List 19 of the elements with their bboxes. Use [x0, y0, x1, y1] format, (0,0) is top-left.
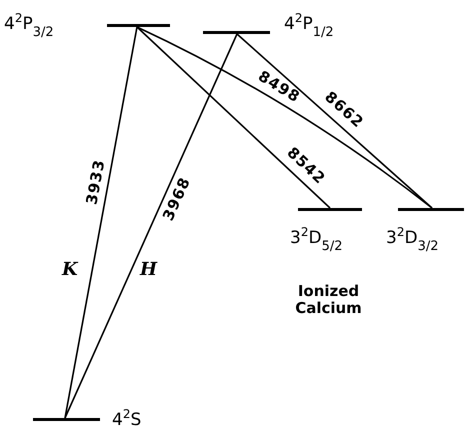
- transition-line: [236, 33, 433, 209]
- transition-line: [64, 34, 238, 418]
- transition-line: [64, 26, 138, 418]
- level-label: 4$^{2}$S: [112, 408, 142, 429]
- energy-level: [33, 418, 100, 421]
- energy-level: [203, 31, 270, 34]
- energy-level: [298, 208, 362, 211]
- energy-level: [107, 24, 170, 27]
- transition-line: [136, 26, 432, 209]
- level-label: 3$^{2}$D$_{3/2}$: [386, 226, 438, 253]
- level-label: 3$^{2}$D$_{5/2}$: [290, 226, 342, 253]
- level-label: 4$^{2}$P$_{1/2}$: [284, 12, 334, 39]
- line-name: H: [140, 260, 158, 280]
- transition-line: [136, 26, 331, 209]
- caption-text: Ionized Calcium: [294, 283, 363, 316]
- line-name: K: [62, 260, 78, 280]
- level-label: 4$^{2}$P$_{3/2}$: [4, 12, 54, 39]
- energy-level: [398, 208, 464, 211]
- wavelength-label: 3933: [84, 158, 108, 206]
